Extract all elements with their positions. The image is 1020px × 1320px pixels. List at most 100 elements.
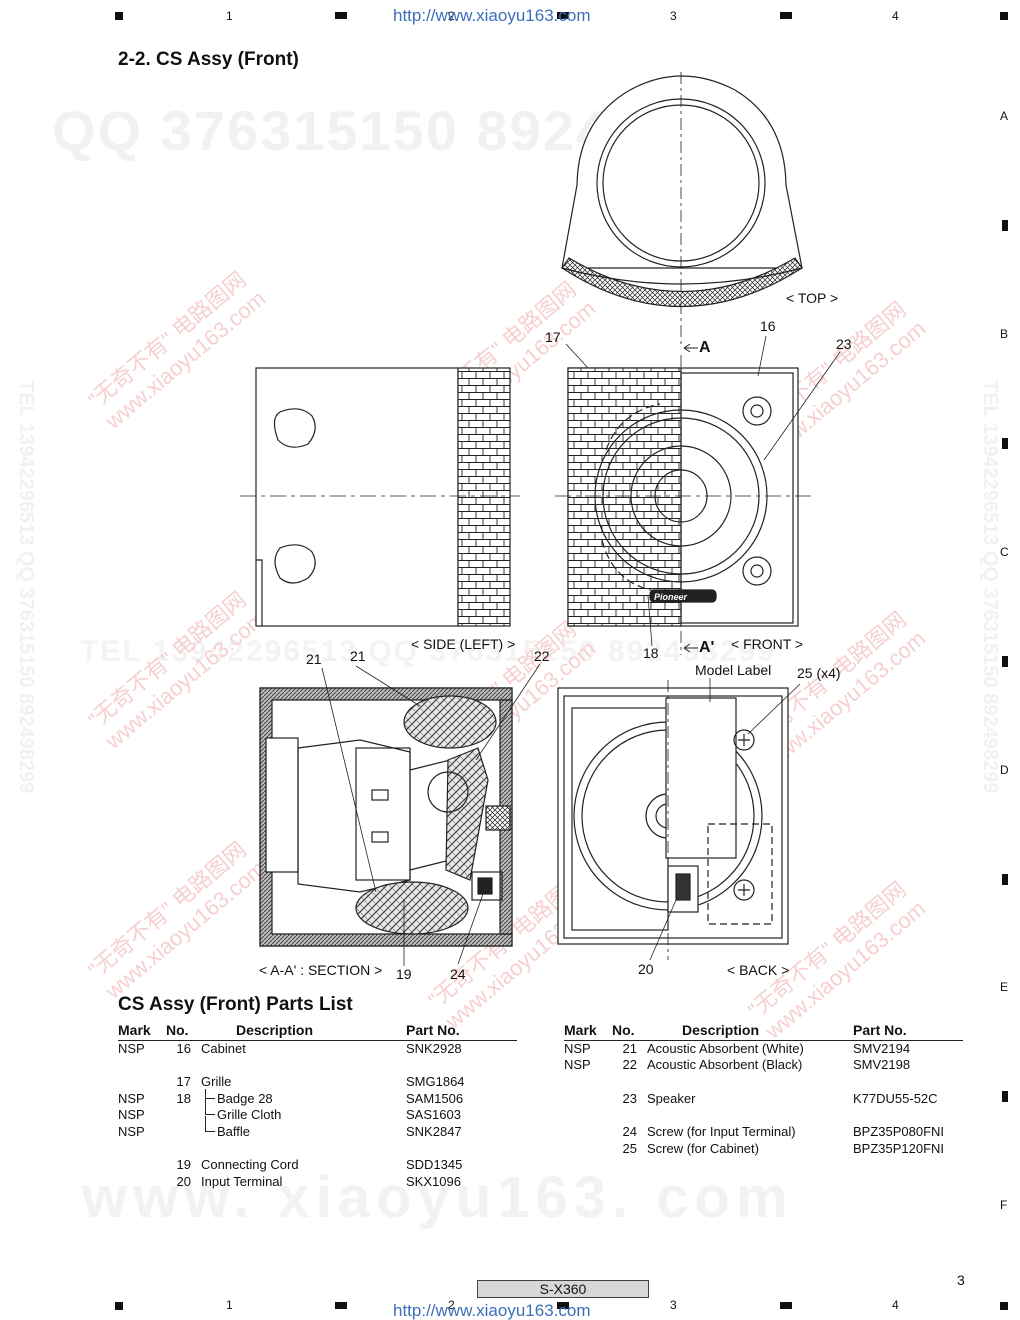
parts-row: 24 Screw (for Input Terminal) BPZ35P080FNI: [564, 1124, 963, 1141]
edge-mark: [1000, 1302, 1008, 1310]
edge-row-label: D: [1000, 763, 1009, 777]
callout-18: 18: [643, 645, 659, 661]
part-mark: [564, 1091, 612, 1108]
section-marker-a: A: [699, 339, 711, 356]
header-part-no: Part No.: [401, 1022, 517, 1041]
edge-col-label: 4: [892, 1298, 899, 1312]
header-description: Description: [639, 1022, 848, 1041]
part-description: Input Terminal: [201, 1174, 283, 1189]
part-description: [639, 1107, 848, 1124]
part-mark: NSP: [118, 1123, 145, 1139]
callout-23: 23: [836, 336, 852, 352]
callout-19: 19: [396, 966, 412, 982]
part-number: SNK2928: [406, 1041, 462, 1056]
edge-row-label: B: [1000, 327, 1009, 341]
part-mark: [118, 1141, 166, 1158]
view-side-label: < SIDE (LEFT) >: [411, 636, 516, 652]
edge-col-label: 3: [670, 9, 677, 23]
parts-row: NSP 16 Cabinet SNK2928: [118, 1041, 517, 1058]
part-number: BPZ35P080FNI: [853, 1123, 945, 1139]
parts-table-left: Mark No. Description Part No. NSP 16 Cabin…: [118, 1022, 517, 1191]
callout-22: 22: [534, 648, 550, 664]
part-description: Connecting Cord: [201, 1157, 299, 1173]
part-description: Acoustic Absorbent (Black): [647, 1057, 803, 1073]
view-front-label: < FRONT >: [731, 636, 804, 652]
callout-17: 17: [545, 329, 561, 345]
section-view: [259, 687, 513, 947]
part-no: 16: [176, 1041, 191, 1056]
back-view: [557, 680, 789, 960]
part-number: [401, 1141, 517, 1158]
edge-col-label: 3: [670, 1298, 677, 1312]
edge-row-label: A: [1000, 109, 1009, 123]
view-back-label: < BACK >: [727, 962, 790, 978]
parts-row: NSP 21 Acoustic Absorbent (White) SMV2194: [564, 1041, 963, 1058]
part-mark: [118, 1174, 166, 1191]
part-no: 19: [176, 1157, 191, 1173]
part-mark: NSP: [118, 1041, 145, 1056]
part-no: 22: [622, 1057, 637, 1073]
section-title: 2-2. CS Assy (Front): [118, 49, 299, 70]
part-no: [166, 1057, 193, 1074]
part-description-text: Baffle: [217, 1123, 251, 1139]
part-number: SMV2198: [853, 1057, 911, 1073]
part-no: 21: [622, 1041, 637, 1056]
part-mark: [118, 1157, 166, 1174]
part-description: Acoustic Absorbent (White): [647, 1041, 804, 1056]
part-description: Screw (for Input Terminal): [647, 1123, 796, 1139]
header-mark: Mark: [118, 1022, 166, 1041]
watermark-vertical: TEL 13942296513 QQ 376315150 892498299: [15, 380, 37, 794]
edge-mark: [115, 12, 123, 20]
side-left-view: [240, 367, 520, 627]
part-no: [166, 1107, 193, 1124]
callout-25: 25 (x4): [797, 665, 841, 681]
edge-mark: [1002, 438, 1008, 449]
part-no: [166, 1124, 193, 1141]
edge-row-label: E: [1000, 980, 1009, 994]
model-label-text: Model Label: [695, 662, 772, 678]
header-description: Description: [193, 1022, 401, 1041]
edge-mark: [557, 1302, 569, 1309]
part-no: [166, 1141, 193, 1158]
part-no: [612, 1107, 639, 1124]
part-description: [193, 1141, 401, 1158]
part-mark: [564, 1124, 612, 1141]
watermark-tel: TEL 13942296513 QQ 376315150 892498299: [80, 635, 776, 668]
part-mark: NSP: [118, 1090, 145, 1106]
part-description: Screw (for Cabinet): [647, 1140, 759, 1156]
part-description-text: Grille Cloth: [217, 1107, 282, 1123]
edge-row-label: C: [1000, 545, 1009, 559]
edge-mark: [335, 12, 347, 19]
part-number: [848, 1074, 963, 1091]
part-number: [848, 1107, 963, 1124]
footer-url[interactable]: http://www.xiaoyu163.com: [393, 1301, 591, 1320]
header-url[interactable]: http://www.xiaoyu163.com: [393, 6, 591, 25]
edge-col-label: 1: [226, 1298, 233, 1312]
parts-row: [118, 1141, 517, 1158]
part-description: Cabinet: [201, 1041, 246, 1056]
part-no: 24: [622, 1123, 637, 1139]
part-number: SMV2194: [853, 1041, 911, 1056]
edge-mark: [1002, 656, 1008, 667]
watermark-vertical: TEL 13942296513 QQ 376315150 892498299: [979, 380, 1001, 794]
part-mark: NSP: [564, 1041, 591, 1056]
edge-mark: [557, 12, 569, 19]
header-no: No.: [612, 1022, 639, 1041]
edge-mark: [780, 1302, 792, 1309]
part-description-text: Badge 28: [217, 1090, 273, 1106]
edge-col-label: 2: [448, 1298, 455, 1312]
tree-branch: [205, 1099, 215, 1116]
part-number: SKX1096: [406, 1174, 461, 1189]
part-number: K77DU55-52C: [853, 1090, 938, 1106]
edge-mark: [1002, 220, 1008, 231]
edge-mark: [780, 12, 792, 19]
header-no: No.: [166, 1022, 193, 1041]
edge-row-label: F: [1000, 1198, 1008, 1212]
